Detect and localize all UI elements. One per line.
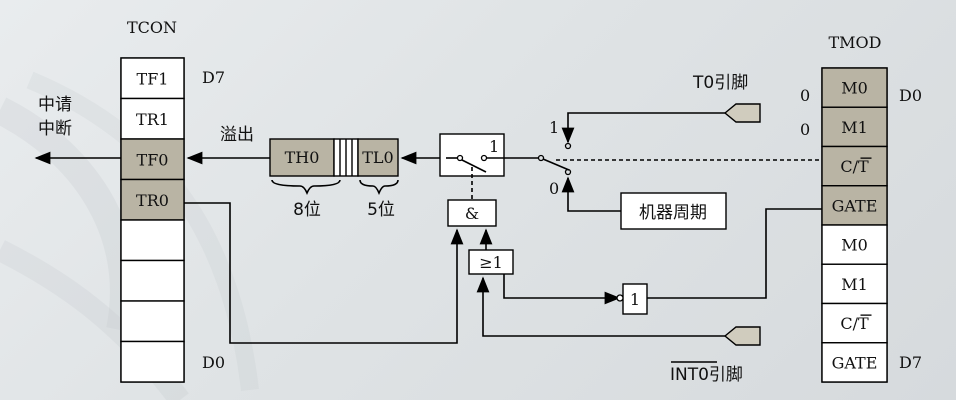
tcon-cell	[120, 57, 185, 100]
int0-pin-connector	[723, 326, 761, 346]
t0-pin-wire	[561, 112, 725, 144]
tmod-cell-label: M1	[841, 275, 868, 294]
tcon-cell	[120, 259, 185, 302]
t0-pin-label: T0引脚	[692, 73, 748, 93]
machine-cycle-label: 机器周期	[639, 203, 707, 223]
int0-pin-wire	[476, 276, 725, 337]
th0-width-label: 8位	[293, 200, 321, 220]
t0-pin: T0引脚	[561, 73, 761, 144]
select-switch-blade	[542, 158, 570, 171]
tcon-cell	[120, 219, 185, 262]
tcon-top-bit: D7	[202, 68, 225, 87]
int0-pin-label: INT0引脚	[670, 365, 743, 385]
tmod-m1-value: 0	[800, 120, 810, 139]
interrupt-request-line2: 中断	[38, 119, 72, 139]
not-gate-label: 1	[630, 290, 640, 309]
run-switch-label: 1	[489, 137, 499, 156]
not-gate: 1	[616, 283, 648, 315]
tmod-bottom-bit: D7	[899, 353, 922, 372]
t0-pin-connector	[723, 103, 761, 123]
th0-brace	[271, 179, 341, 196]
tmod-cell	[821, 302, 888, 344]
tmod-cell	[821, 67, 888, 108]
tl0-block	[357, 138, 399, 177]
gate-bit-wire	[647, 208, 822, 299]
machine-cycle: 机器周期	[561, 176, 727, 230]
tcon-cell	[120, 340, 185, 383]
select-switch: 1 0	[537, 118, 572, 198]
tcon-cell-label: TR1	[136, 110, 169, 129]
run-switch-blade	[461, 159, 487, 173]
th0-label: TH0	[285, 148, 320, 167]
not-to-or-wire	[503, 274, 621, 305]
select-switch-pos1: 1	[549, 118, 559, 137]
tmod-cell-label: GATE	[832, 353, 878, 372]
tmod-top-bit: D0	[899, 86, 922, 105]
tcon-cell	[120, 138, 185, 181]
tmod-cell	[821, 106, 888, 148]
tcon-cell-label: TF0	[137, 150, 169, 169]
counter: TH0 TL0 8位 5位	[269, 138, 399, 220]
tcon-cell-label: TF1	[137, 69, 169, 88]
tcon-cell-label: TR0	[136, 191, 169, 210]
and-gate: &	[447, 199, 497, 227]
tmod-cell	[821, 185, 888, 226]
interrupt-request: 中请 中断	[34, 95, 121, 165]
or-gate-label: ≥1	[479, 253, 503, 272]
or-gate: ≥1	[468, 249, 514, 275]
tmod-cell	[821, 224, 888, 265]
machine-cycle-wire	[561, 176, 621, 212]
tmod-cell-label: M1	[841, 118, 868, 137]
tmod-m0-value: 0	[800, 86, 810, 105]
and-gate-label: &	[465, 204, 479, 223]
and-gate-box	[447, 199, 497, 227]
tmod-title: TMOD	[829, 33, 882, 52]
interrupt-request-line1: 中请	[38, 95, 72, 115]
or-gate-box	[468, 249, 514, 275]
not-gate-bubble	[616, 294, 624, 302]
tmod-cell-label: M0	[841, 79, 868, 98]
tmod-cell-label: M0	[841, 236, 868, 255]
tl0-brace	[359, 179, 399, 196]
select-switch-pos0: 0	[549, 179, 559, 198]
overflow-label: 溢出	[220, 125, 254, 145]
int0-pin: INT0引脚	[476, 276, 761, 385]
tr0-to-and-wire	[184, 202, 464, 344]
tcon-cell	[120, 300, 185, 343]
tmod-cell	[821, 342, 888, 383]
tcon-title: TCON	[127, 18, 177, 37]
tmod-cell-label: GATE	[832, 196, 878, 215]
tmod-cell-label: C/T	[840, 157, 869, 176]
tl0-label: TL0	[362, 148, 393, 167]
tmod-cell-label: C/T	[840, 314, 869, 333]
tcon-bottom-bit: D0	[202, 353, 225, 372]
tl0-width-label: 5位	[367, 200, 395, 220]
